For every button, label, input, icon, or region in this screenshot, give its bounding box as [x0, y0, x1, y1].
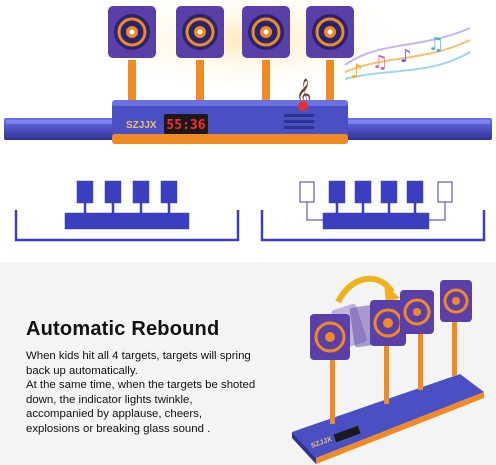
target-2	[176, 6, 224, 110]
base-orange-trim	[112, 134, 348, 144]
score-display-value: 55:36	[166, 118, 205, 133]
music-notes-icon: ♪ ♫ ♪ ♫ 𝄞	[296, 27, 471, 110]
score-display	[164, 114, 208, 134]
speaker-grill	[284, 114, 314, 129]
feature-line: down, the indicator lights twinkle,	[26, 393, 193, 406]
angled-base: SZJJX	[292, 374, 484, 464]
angled-target-2	[370, 300, 406, 346]
svg-text:♪: ♪	[400, 46, 412, 67]
foam-dart-icon	[298, 101, 308, 111]
brand-label: SZJJX	[126, 120, 157, 131]
svg-text:♪: ♪	[350, 59, 363, 83]
diagram-targets-rebound	[260, 180, 486, 242]
angled-target-3	[400, 290, 434, 334]
target-3	[242, 6, 290, 110]
diagram-targets-up	[14, 180, 240, 242]
feature-line: When kids hit all 4 targets, targets wil…	[26, 350, 251, 362]
product-illustration: ♪ ♫ ♪ ♫ 𝄞 SZJJX 55:36	[4, 0, 492, 242]
svg-text:♫: ♫	[428, 34, 444, 55]
feature-line: At the same time, when the targets be sh…	[26, 379, 256, 392]
feature-description: When kids hit all 4 targets, targets wil…	[26, 349, 288, 437]
target-1	[108, 6, 156, 110]
target-4	[306, 6, 354, 110]
svg-text:♫: ♫	[372, 52, 388, 73]
bottom-section: SZJJX	[0, 262, 496, 465]
rebound-illustration: SZJJX	[292, 275, 484, 464]
angled-target-4	[440, 280, 472, 322]
rebound-arrow-icon	[335, 275, 395, 304]
angled-target-1	[310, 314, 350, 360]
feature-title: Automatic Rebound	[26, 318, 220, 340]
feature-line: explosions or breaking glass sound .	[26, 422, 211, 435]
feature-line: back up automatically.	[26, 364, 138, 377]
feature-line: accompanied by applause, cheers,	[26, 408, 203, 421]
top-section: ♪ ♫ ♪ ♫ 𝄞 SZJJX 55:36	[4, 0, 492, 242]
